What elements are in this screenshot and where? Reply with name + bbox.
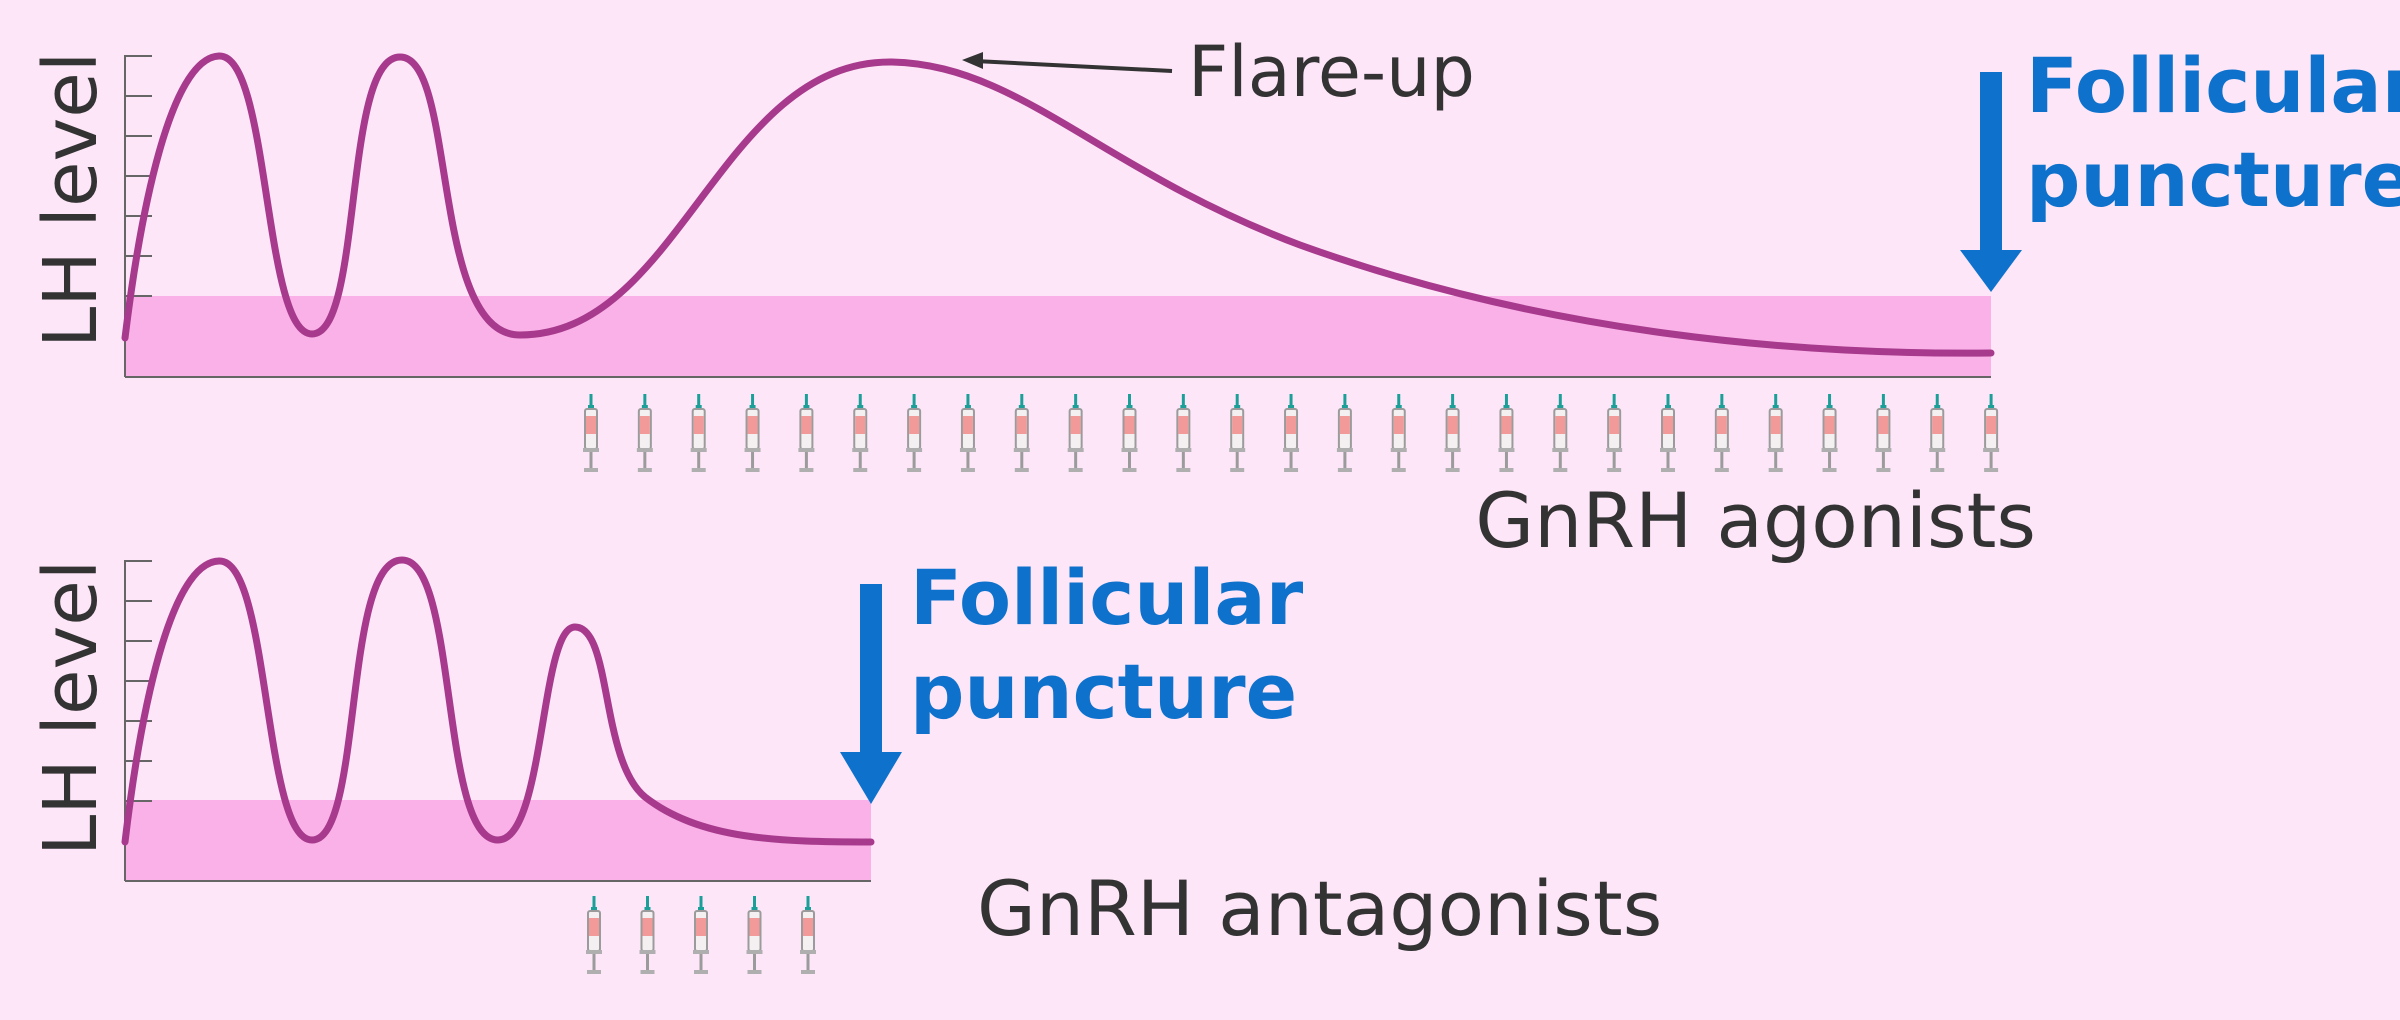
bottom-lh-curve	[121, 556, 875, 846]
bottom-puncture-label-line1: Follicular	[910, 553, 1304, 642]
top-lh-curve	[121, 52, 1995, 357]
bottom-y-axis-label: LH level	[28, 560, 114, 856]
flare-up-label: Flare-up	[1188, 31, 1475, 113]
top-puncture-arrow	[1960, 72, 2022, 292]
bottom-puncture-arrow	[840, 584, 902, 804]
top-chart: LH level Flare-up Follicular puncture Gn…	[28, 31, 2400, 565]
bottom-caption: GnRH antagonists	[977, 864, 1662, 953]
top-caption: GnRH agonists	[1475, 476, 2036, 565]
top-y-axis-label: LH level	[28, 52, 114, 348]
top-puncture-label-line1: Follicular	[2026, 41, 2400, 130]
top-puncture-label-line2: puncture	[2026, 135, 2400, 224]
flare-up-arrow	[962, 52, 1173, 73]
bottom-puncture-label-line2: puncture	[910, 647, 1297, 736]
bottom-chart: LH level Follicular puncture GnRH antago…	[28, 553, 1662, 976]
